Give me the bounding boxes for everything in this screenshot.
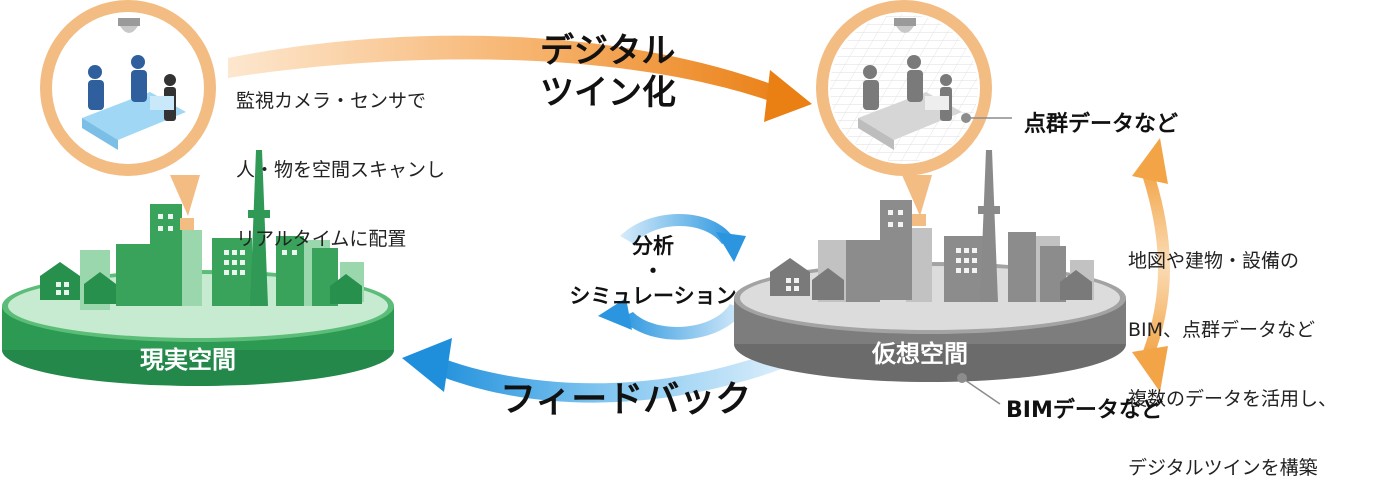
analysis-line-3: シミュレーション (569, 284, 737, 308)
digital-twin-line-1: デジタル (540, 31, 676, 71)
feedback-label: フィードバック (500, 379, 752, 420)
analysis-line-1: 分析 (632, 234, 674, 258)
cycle-arrowhead-bottom (598, 298, 632, 330)
office-scan-bubble (40, 0, 216, 216)
integration-line-1: 地図や建物・設備の (1128, 250, 1300, 272)
capture-description: 監視カメラ・センサで 人・物を空間スキャンし リアルタイムに配置 (236, 44, 445, 274)
cycle-arrowhead-top (716, 232, 746, 262)
camera-icon-virtual (894, 18, 916, 33)
digital-twin-arrowhead (764, 70, 812, 122)
integration-line-2: BIM、点群データなど (1128, 319, 1316, 341)
bim-leader (957, 373, 1001, 405)
digital-twin-diagram: 監視カメラ・センサで 人・物を空間スキャンし リアルタイムに配置 デジタル ツイ… (2, 0, 1337, 479)
digital-twin-label: デジタル ツイン化 (540, 30, 676, 114)
integration-line-4: デジタルツインを構築 (1128, 457, 1318, 479)
camera-icon (118, 18, 140, 33)
double-arrowhead-bottom (1132, 346, 1168, 392)
feedback-arrowhead (402, 338, 452, 392)
bim-label: BIMデータなど (1006, 398, 1163, 423)
point-cloud-bubble (816, 0, 992, 216)
point-cloud-leader (961, 113, 1012, 123)
virtual-space-label: 仮想空間 (872, 340, 968, 368)
capture-line-1: 監視カメラ・センサで (236, 90, 427, 112)
capture-line-3: リアルタイムに配置 (236, 228, 407, 250)
integration-description: 地図や建物・設備の BIM、点群データなど 複数のデータを活用し、 デジタルツイ… (1128, 204, 1337, 503)
digital-twin-arrow (228, 35, 792, 106)
digital-twin-line-2: ツイン化 (540, 73, 676, 113)
double-arrowhead-top (1132, 138, 1168, 184)
cycle-arrow-top (620, 213, 735, 244)
analysis-line-2: ・ (642, 259, 664, 283)
diagram-canvas (2, 0, 1170, 405)
capture-line-2: 人・物を空間スキャンし (236, 159, 446, 181)
real-space-city (2, 150, 394, 386)
cycle-arrow-bottom (620, 304, 745, 340)
analysis-label: 分析 ・ シミュレーション (546, 234, 760, 309)
feedback-arrow (430, 344, 800, 403)
integration-line-3: 複数のデータを活用し、 (1128, 388, 1338, 410)
real-space-label: 現実空間 (140, 346, 236, 374)
point-cloud-label: 点群データなど (1024, 112, 1179, 137)
bim-pointcloud-double-arrow (1140, 166, 1170, 363)
virtual-space-city (734, 150, 1126, 382)
